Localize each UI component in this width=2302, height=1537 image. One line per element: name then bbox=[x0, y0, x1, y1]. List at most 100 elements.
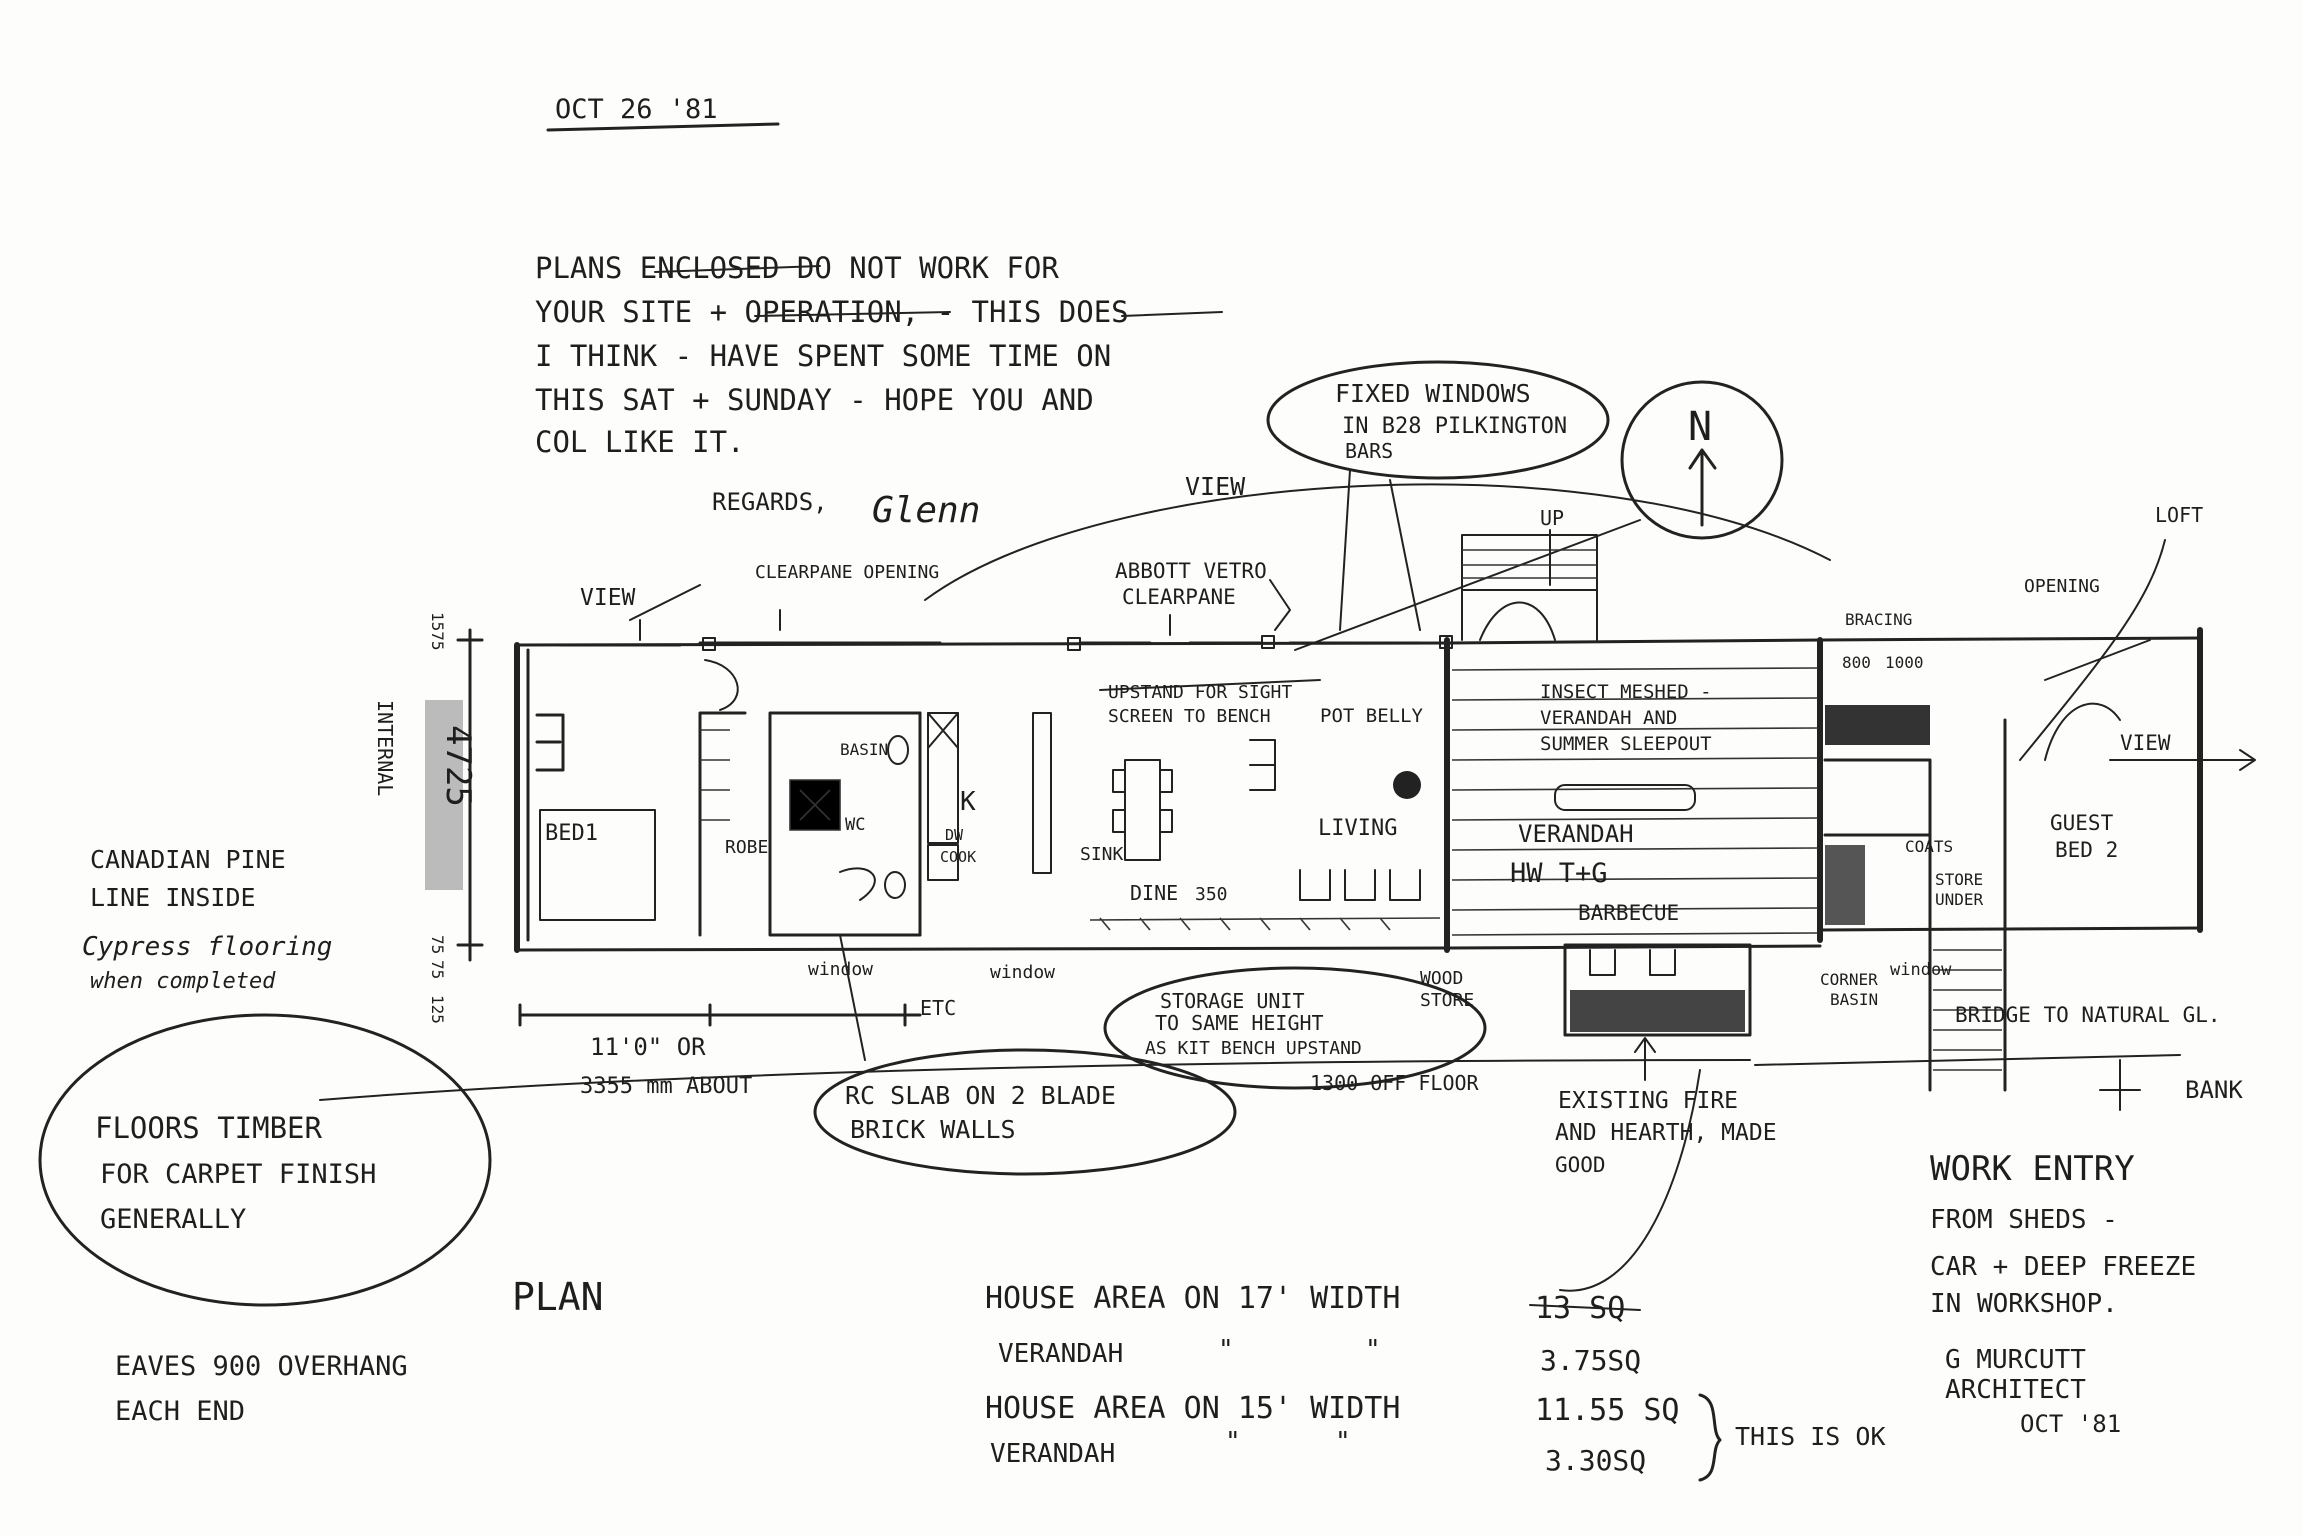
area-strike bbox=[1529, 1304, 1641, 1311]
off-floor-label: 1300 OFF FLOOR bbox=[1310, 1071, 1480, 1095]
window-label-2: window bbox=[990, 962, 1055, 983]
internal-label: INTERNAL bbox=[373, 700, 397, 796]
note-line-5: COL LIKE IT. bbox=[535, 425, 745, 459]
credit-1: G MURCUTT bbox=[1945, 1345, 2086, 1375]
canadian-4: when completed bbox=[90, 969, 276, 994]
north-circle bbox=[1620, 380, 1784, 540]
store-label-1: STORE bbox=[1935, 870, 1983, 889]
bridge-label: BRIDGE TO NATURAL GL. bbox=[1955, 1003, 2221, 1027]
corner-2: BASIN bbox=[1830, 990, 1878, 1009]
dw-label: DW bbox=[945, 826, 964, 844]
area-3-label: HOUSE AREA ON 15' WIDTH bbox=[985, 1391, 1400, 1426]
north-letter: N bbox=[1688, 404, 1712, 450]
basin-label: BASIN bbox=[840, 740, 888, 759]
bed1-door bbox=[704, 659, 739, 711]
verandah-label: VERANDAH bbox=[1518, 820, 1634, 848]
fridge-cross bbox=[927, 712, 959, 749]
date-underline bbox=[546, 122, 780, 132]
mullion-4 bbox=[1439, 635, 1453, 649]
canadian-1: CANADIAN PINE bbox=[90, 845, 286, 874]
guest-wing: 800 1000 BRACING OPENING LOFT COATS STOR… bbox=[1823, 503, 2256, 1092]
insect-label-2: VERANDAH AND bbox=[1540, 707, 1677, 729]
bridge-boards bbox=[1933, 949, 2002, 1071]
opening-label: OPENING bbox=[2024, 576, 2100, 597]
robe-hatch bbox=[700, 729, 730, 821]
area-table: HOUSE AREA ON 17' WIDTH 13 SQ VERANDAH "… bbox=[985, 1281, 1886, 1482]
storage-2: TO SAME HEIGHT bbox=[1155, 1011, 1324, 1035]
ditto-2: " bbox=[1365, 1335, 1381, 1365]
plan-title: PLAN bbox=[512, 1275, 604, 1319]
entry-stair: UP bbox=[1461, 506, 1598, 641]
floors-3: GENERALLY bbox=[100, 1204, 246, 1235]
left-notes: CANADIAN PINE LINE INSIDE Cypress floori… bbox=[82, 845, 332, 994]
view-ray bbox=[1294, 519, 1641, 651]
storage-3: AS KIT BENCH UPSTAND bbox=[1145, 1038, 1362, 1059]
dim-75a: 75 bbox=[428, 935, 447, 954]
bank-line bbox=[1754, 1054, 2181, 1111]
area-2-value: 3.75SQ bbox=[1540, 1344, 1641, 1377]
area-1-label: HOUSE AREA ON 17' WIDTH bbox=[985, 1281, 1400, 1316]
floors-bubble bbox=[38, 1013, 492, 1307]
window-dims bbox=[558, 641, 1422, 647]
ditto-3: " bbox=[1225, 1427, 1241, 1457]
bridge-walls bbox=[1928, 928, 2007, 1092]
barbecue-hearth bbox=[1563, 943, 1752, 1037]
south-wall bbox=[515, 946, 1452, 952]
view-arc bbox=[924, 483, 1831, 601]
regards-text: REGARDS, bbox=[712, 488, 828, 516]
fixed-text-3: BARS bbox=[1345, 439, 1393, 463]
rc-1: RC SLAB ON 2 BLADE bbox=[845, 1081, 1116, 1110]
dim-bottom bbox=[518, 1003, 922, 1027]
canadian-3: Cypress flooring bbox=[82, 932, 332, 962]
signature: Glenn bbox=[872, 490, 980, 531]
chair-2 bbox=[1112, 809, 1126, 833]
rc-2: BRICK WALLS bbox=[850, 1115, 1016, 1144]
floors-1: FLOORS TIMBER bbox=[95, 1111, 323, 1145]
sink-label: SINK bbox=[1080, 844, 1124, 865]
area-4-label: VERANDAH bbox=[990, 1439, 1115, 1469]
verandah-boards bbox=[1451, 667, 1819, 936]
strike-operation bbox=[754, 311, 951, 317]
wc-fixture bbox=[884, 871, 906, 899]
insect-label-3: SUMMER SLEEPOUT bbox=[1540, 733, 1712, 755]
verandah-north bbox=[1448, 638, 1822, 645]
kitchen-zone: K DW COOK SINK UPSTAND FOR SIGHT SCREEN … bbox=[927, 679, 1321, 881]
guest-south bbox=[1818, 926, 2202, 932]
area-3-value: 11.55 SQ bbox=[1535, 1393, 1680, 1428]
fixed-text-1: FIXED WINDOWS bbox=[1335, 379, 1531, 408]
mullion-3 bbox=[1261, 635, 1275, 649]
window-label-3: window bbox=[1890, 960, 1952, 980]
work-1: WORK ENTRY bbox=[1930, 1149, 2135, 1189]
upstand-label-1: UPSTAND FOR SIGHT bbox=[1108, 682, 1292, 703]
guest-partition bbox=[1823, 758, 1932, 932]
stair-box bbox=[1461, 534, 1598, 591]
guest-door bbox=[2044, 639, 2151, 761]
this-ok: THIS IS OK bbox=[1735, 1422, 1886, 1451]
wood-2: STORE bbox=[1420, 990, 1474, 1011]
rc-bubble bbox=[813, 1048, 1237, 1176]
store-label-2: UNDER bbox=[1935, 890, 1984, 909]
fixed-text-2: IN B28 PILKINGTON bbox=[1342, 414, 1567, 439]
work-entry-note: WORK ENTRY FROM SHEDS - CAR + DEEP FREEZ… bbox=[1930, 1149, 2196, 1319]
abbott-leaders bbox=[1169, 579, 1291, 636]
dim-vertical bbox=[456, 628, 484, 962]
verandah-south bbox=[1448, 944, 1822, 950]
guest-north bbox=[1818, 636, 2202, 642]
island-bench bbox=[1032, 712, 1052, 874]
note-line-3: I THINK - HAVE SPENT SOME TIME ON bbox=[535, 339, 1111, 373]
note-line-4: THIS SAT + SUNDAY - HOPE YOU AND bbox=[535, 383, 1094, 417]
stair-arc bbox=[1461, 589, 1598, 641]
work-4: IN WORKSHOP. bbox=[1930, 1289, 2118, 1319]
dim-125: 125 bbox=[428, 995, 447, 1024]
kitchen-bench bbox=[927, 712, 959, 844]
verandah-zone: INSECT MESHED - VERANDAH AND SUMMER SLEE… bbox=[1510, 681, 1752, 1037]
eaves-1: EAVES 900 OVERHANG bbox=[115, 1351, 408, 1382]
verandah-table bbox=[1554, 784, 1696, 811]
dim-3355: 3355 mm ABOUT bbox=[580, 1074, 752, 1099]
dim-800: 800 bbox=[1842, 653, 1871, 672]
shower bbox=[789, 779, 841, 831]
barbecue-fill bbox=[1570, 990, 1745, 1032]
mullion-1 bbox=[702, 637, 716, 651]
basin-fixture bbox=[887, 735, 909, 765]
